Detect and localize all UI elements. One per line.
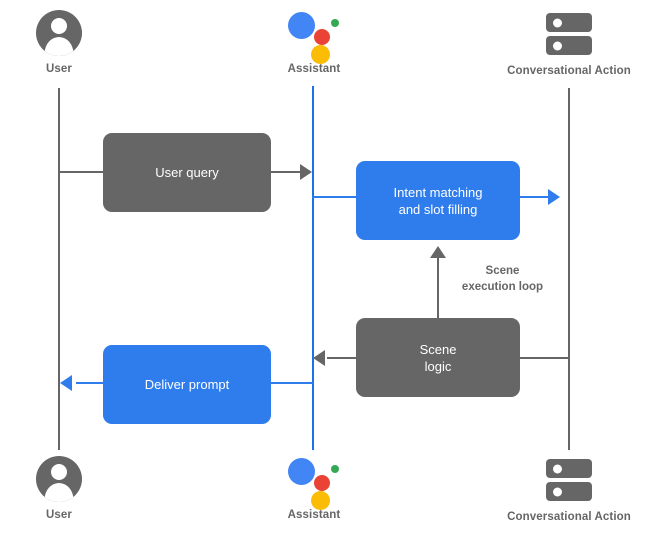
server-icon: [546, 10, 592, 58]
server-led-icon: [553, 487, 562, 496]
actor-label-user-top: User: [46, 63, 72, 75]
user-avatar-icon: [36, 10, 82, 56]
connector-assistant-to-intentmatching: [312, 196, 358, 198]
connector-user-to-userquery: [58, 171, 104, 173]
server-led-icon: [553, 18, 562, 27]
actor-user-bottom: User: [36, 456, 82, 521]
assistant-dot-green-icon: [331, 465, 339, 473]
assistant-dot-red-icon: [314, 475, 330, 491]
actor-label-conversational-action-bottom: Conversational Action: [507, 511, 631, 523]
actor-assistant-bottom: Assistant: [286, 454, 342, 521]
server-icon: [546, 456, 592, 504]
actor-conversational-action-top: Conversational Action: [507, 10, 631, 77]
server-unit-bottom-shape: [546, 36, 592, 55]
actor-user-top: User: [36, 10, 82, 75]
step-scene-logic[interactable]: Scene logic: [356, 318, 520, 397]
lifeline-conversational-action: [568, 88, 570, 450]
arrowhead-intentmatching-to-action: [548, 189, 560, 205]
assistant-dot-blue-icon: [288, 458, 315, 485]
assistant-dots-icon: [286, 8, 342, 64]
arrowhead-scenelogic-to-assistant: [313, 350, 325, 366]
step-deliver-prompt[interactable]: Deliver prompt: [103, 345, 271, 424]
actor-conversational-action-bottom: Conversational Action: [507, 456, 631, 523]
arrowhead-userquery-to-assistant: [300, 164, 312, 180]
step-label-deliver-prompt: Deliver prompt: [144, 377, 230, 392]
avatar-body-shape: [44, 483, 74, 502]
lifeline-user: [58, 88, 60, 450]
actor-label-assistant-top: Assistant: [287, 63, 341, 75]
assistant-dot-yellow-icon: [311, 45, 330, 64]
connector-deliverprompt-to-user: [76, 382, 104, 384]
connector-userquery-to-assistant: [271, 171, 302, 173]
annotation-scene-execution-loop: Scene execution loop: [461, 265, 544, 293]
assistant-dot-yellow-icon: [311, 491, 330, 510]
avatar-head-shape: [51, 18, 67, 34]
connector-assistant-to-deliverprompt: [271, 382, 313, 384]
server-led-icon: [553, 41, 562, 50]
server-led-icon: [553, 464, 562, 473]
step-label-scene-logic: Scene logic: [419, 341, 457, 374]
assistant-dot-green-icon: [331, 19, 339, 27]
server-unit-top-shape: [546, 13, 592, 32]
avatar-body-shape: [44, 37, 74, 56]
step-label-intent-matching: Intent matching and slot filling: [393, 184, 483, 217]
connector-scenelogic-to-assistant: [327, 357, 356, 359]
actor-label-conversational-action-top: Conversational Action: [507, 65, 631, 77]
server-unit-top-shape: [546, 459, 592, 478]
arrowhead-deliverprompt-to-user: [60, 375, 72, 391]
connector-action-to-scenelogic: [520, 357, 569, 359]
step-label-user-query: User query: [155, 165, 219, 180]
server-unit-bottom-shape: [546, 482, 592, 501]
step-intent-matching[interactable]: Intent matching and slot filling: [356, 161, 520, 240]
avatar-head-shape: [51, 464, 67, 480]
actor-label-user-bottom: User: [46, 509, 72, 521]
arrowhead-scene-execution-loop: [430, 246, 446, 258]
connector-intentmatching-to-action: [520, 196, 550, 198]
lifeline-assistant: [312, 86, 314, 450]
actor-label-assistant-bottom: Assistant: [287, 509, 341, 521]
assistant-dots-icon: [286, 454, 342, 510]
actor-assistant-top: Assistant: [286, 8, 342, 75]
assistant-dot-red-icon: [314, 29, 330, 45]
connector-scenelogic-to-intentmatching: [437, 258, 439, 318]
step-user-query[interactable]: User query: [103, 133, 271, 212]
user-avatar-icon: [36, 456, 82, 502]
assistant-dot-blue-icon: [288, 12, 315, 39]
